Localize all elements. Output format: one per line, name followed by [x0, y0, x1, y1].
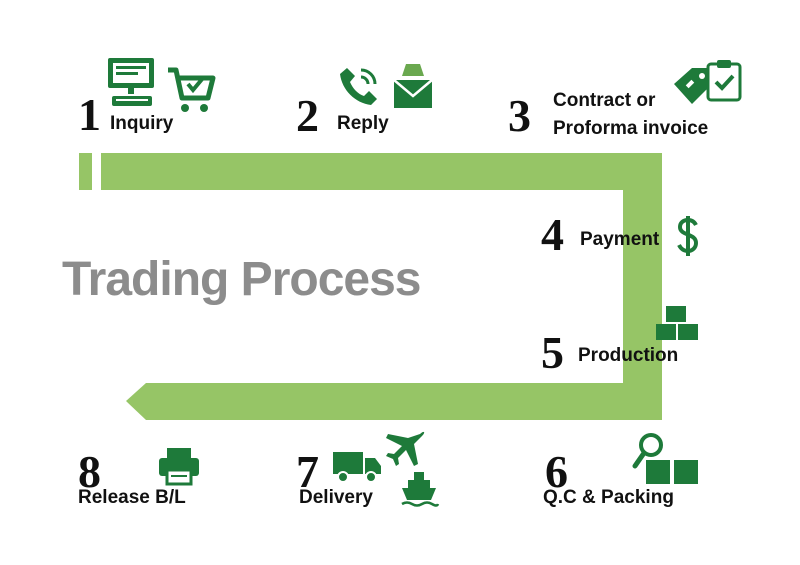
printer-icon: [159, 448, 199, 486]
envelope-icon: [393, 64, 433, 108]
step-number: 3: [508, 90, 531, 141]
track-bottom-segment: [146, 383, 662, 420]
truck-icon: [333, 452, 381, 483]
computer-icon: [108, 58, 154, 106]
phone-icon: [340, 68, 377, 105]
step-number: 6: [545, 446, 568, 497]
boxes-icon: [656, 306, 698, 340]
track-right-segment: [623, 153, 662, 420]
clipboard-check-icon: [706, 60, 742, 102]
step-number: 5: [541, 327, 564, 378]
airplane-icon: [386, 431, 425, 466]
step-number: 8: [78, 446, 101, 497]
shopping-cart-icon: [168, 67, 216, 112]
step-number: 4: [541, 209, 564, 260]
track-arrow-head: [126, 383, 146, 420]
step-label: Production: [578, 345, 679, 366]
step-label: Reply: [337, 113, 389, 134]
packages-icon: [646, 460, 698, 484]
track-top-segment: [101, 153, 662, 190]
step-label: Delivery: [299, 487, 373, 508]
track-start-segment: [79, 153, 92, 190]
step-label: Payment: [580, 229, 660, 250]
step-number: 7: [296, 446, 319, 497]
step-label: Q.C & Packing: [543, 487, 674, 508]
magnifier-icon: [632, 433, 663, 469]
dollar-icon: [677, 216, 699, 256]
diagram-title: Trading Process: [62, 253, 421, 306]
step-number: 2: [296, 90, 319, 141]
price-tag-icon: [674, 68, 710, 104]
step-number: 1: [78, 89, 101, 140]
step-label: Release B/L: [78, 487, 186, 508]
step-label-line-2: Proforma invoice: [553, 118, 709, 139]
step-label-line-1: Contract or: [553, 90, 656, 111]
step-label: Inquiry: [110, 113, 174, 134]
ship-icon: [401, 472, 440, 507]
